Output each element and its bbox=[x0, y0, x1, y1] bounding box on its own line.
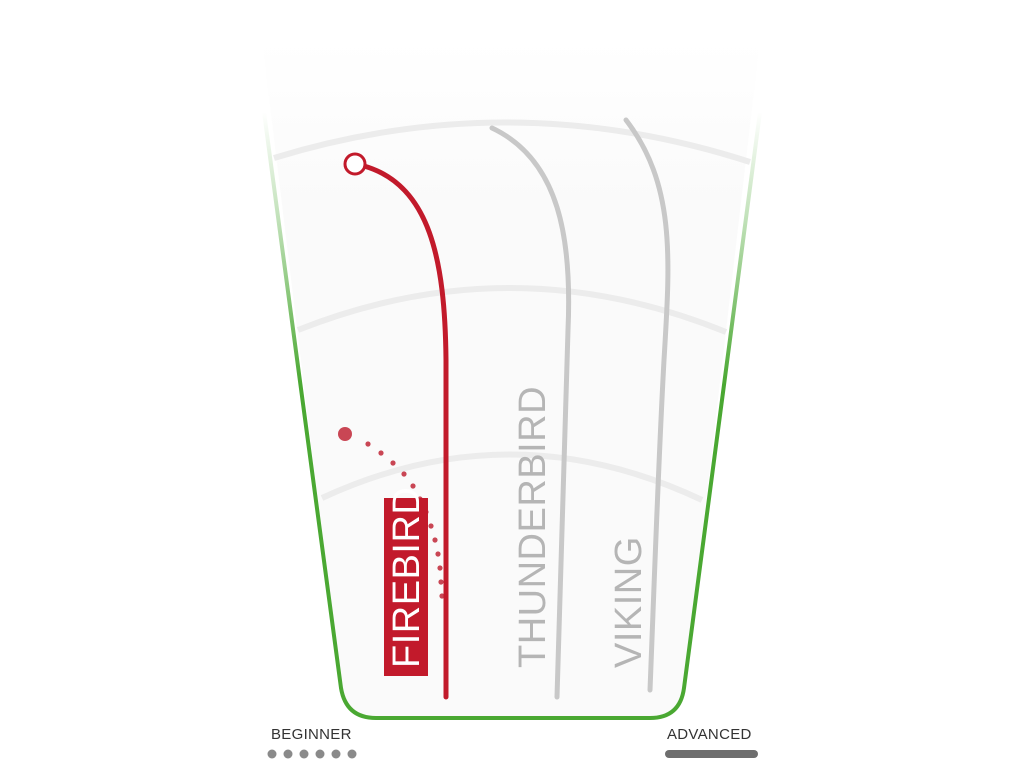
disc-label-firebird[interactable]: FIREBIRD bbox=[386, 487, 428, 668]
fairway-outline bbox=[262, 110, 762, 720]
flight-path-firebird[interactable] bbox=[361, 163, 449, 700]
distance-arc-near bbox=[320, 451, 704, 503]
disc-label-viking[interactable]: VIKING bbox=[608, 536, 650, 668]
scale-label-advanced: ADVANCED bbox=[667, 726, 752, 743]
alternate-path-start-dot bbox=[338, 427, 352, 441]
beginner-scale-marker bbox=[267, 749, 357, 759]
advanced-scale-marker bbox=[665, 750, 758, 758]
flight-path-firebird-alternate bbox=[338, 427, 445, 599]
flight-path-thunderbird[interactable] bbox=[489, 125, 572, 700]
disc-label-thunderbird[interactable]: THUNDERBIRD bbox=[512, 386, 554, 668]
distance-arc-far bbox=[273, 119, 751, 165]
flight-path-viking[interactable] bbox=[623, 117, 671, 693]
flight-path-firebird-endpoint bbox=[343, 152, 367, 176]
firebird-label-box bbox=[384, 498, 428, 676]
scale-label-beginner: BEGINNER bbox=[271, 726, 352, 743]
